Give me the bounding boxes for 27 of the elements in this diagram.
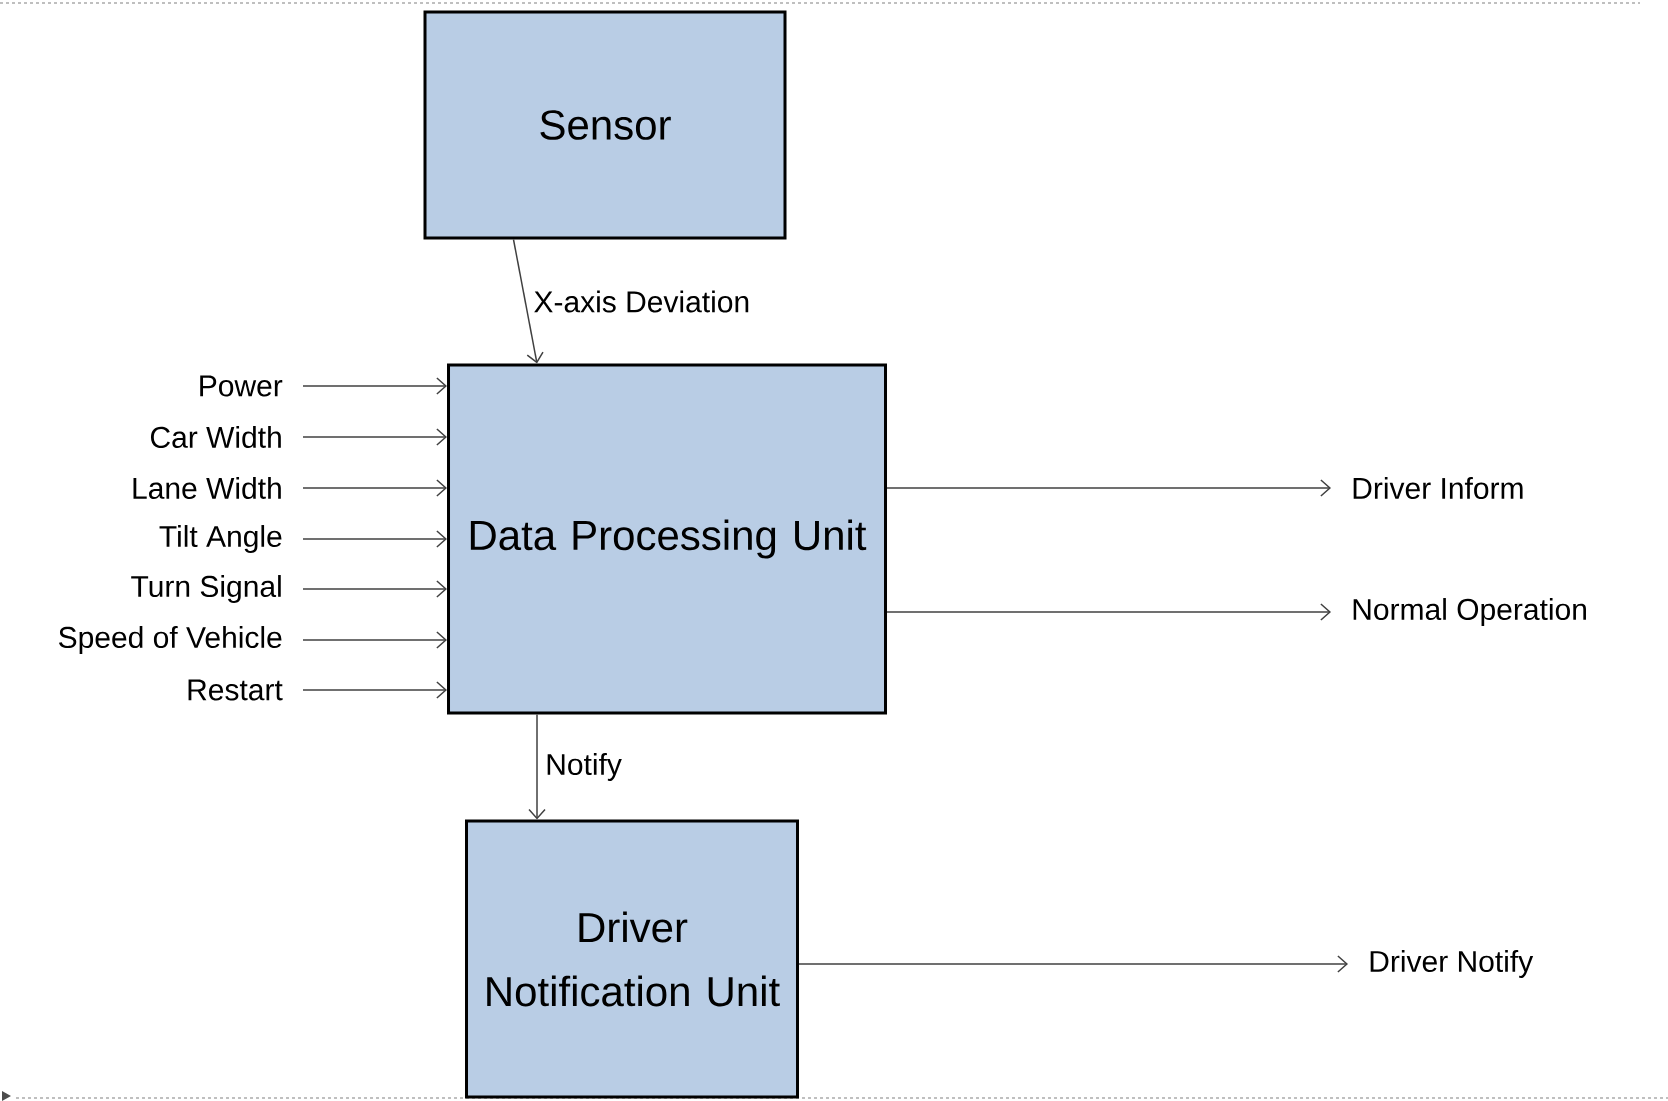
arrow bbox=[302, 681, 447, 699]
arrow bbox=[302, 377, 447, 395]
arrow bbox=[302, 580, 447, 598]
process-box: Data Processing Unit bbox=[447, 363, 887, 715]
arrow bbox=[528, 713, 546, 820]
arrow bbox=[302, 428, 447, 446]
arrow bbox=[302, 479, 447, 497]
arrow bbox=[886, 603, 1331, 621]
arrow bbox=[302, 631, 447, 649]
arrow bbox=[886, 479, 1331, 497]
arrow bbox=[302, 530, 447, 548]
output-label: Driver Inform bbox=[1353, 477, 1523, 500]
edge-label: X-axis Deviation bbox=[531, 288, 753, 315]
input-label: Power bbox=[200, 375, 283, 397]
output-label: Normal Operation bbox=[1353, 598, 1586, 626]
process-box: Driver Notification Unit bbox=[465, 819, 799, 1099]
edge-label: Notify bbox=[543, 751, 624, 783]
input-label: Restart bbox=[188, 679, 283, 701]
input-label: Turn Signal bbox=[131, 575, 281, 603]
process-box: Sensor bbox=[423, 10, 787, 240]
output-label: Driver Notify bbox=[1370, 950, 1534, 978]
input-label: Lane Width bbox=[133, 477, 281, 500]
arrow bbox=[512, 238, 544, 364]
input-label: Car Width bbox=[150, 426, 281, 449]
arrow bbox=[798, 955, 1348, 973]
input-label: Tilt Angle bbox=[159, 525, 282, 553]
input-label: Speed of Vehicle bbox=[59, 626, 282, 654]
